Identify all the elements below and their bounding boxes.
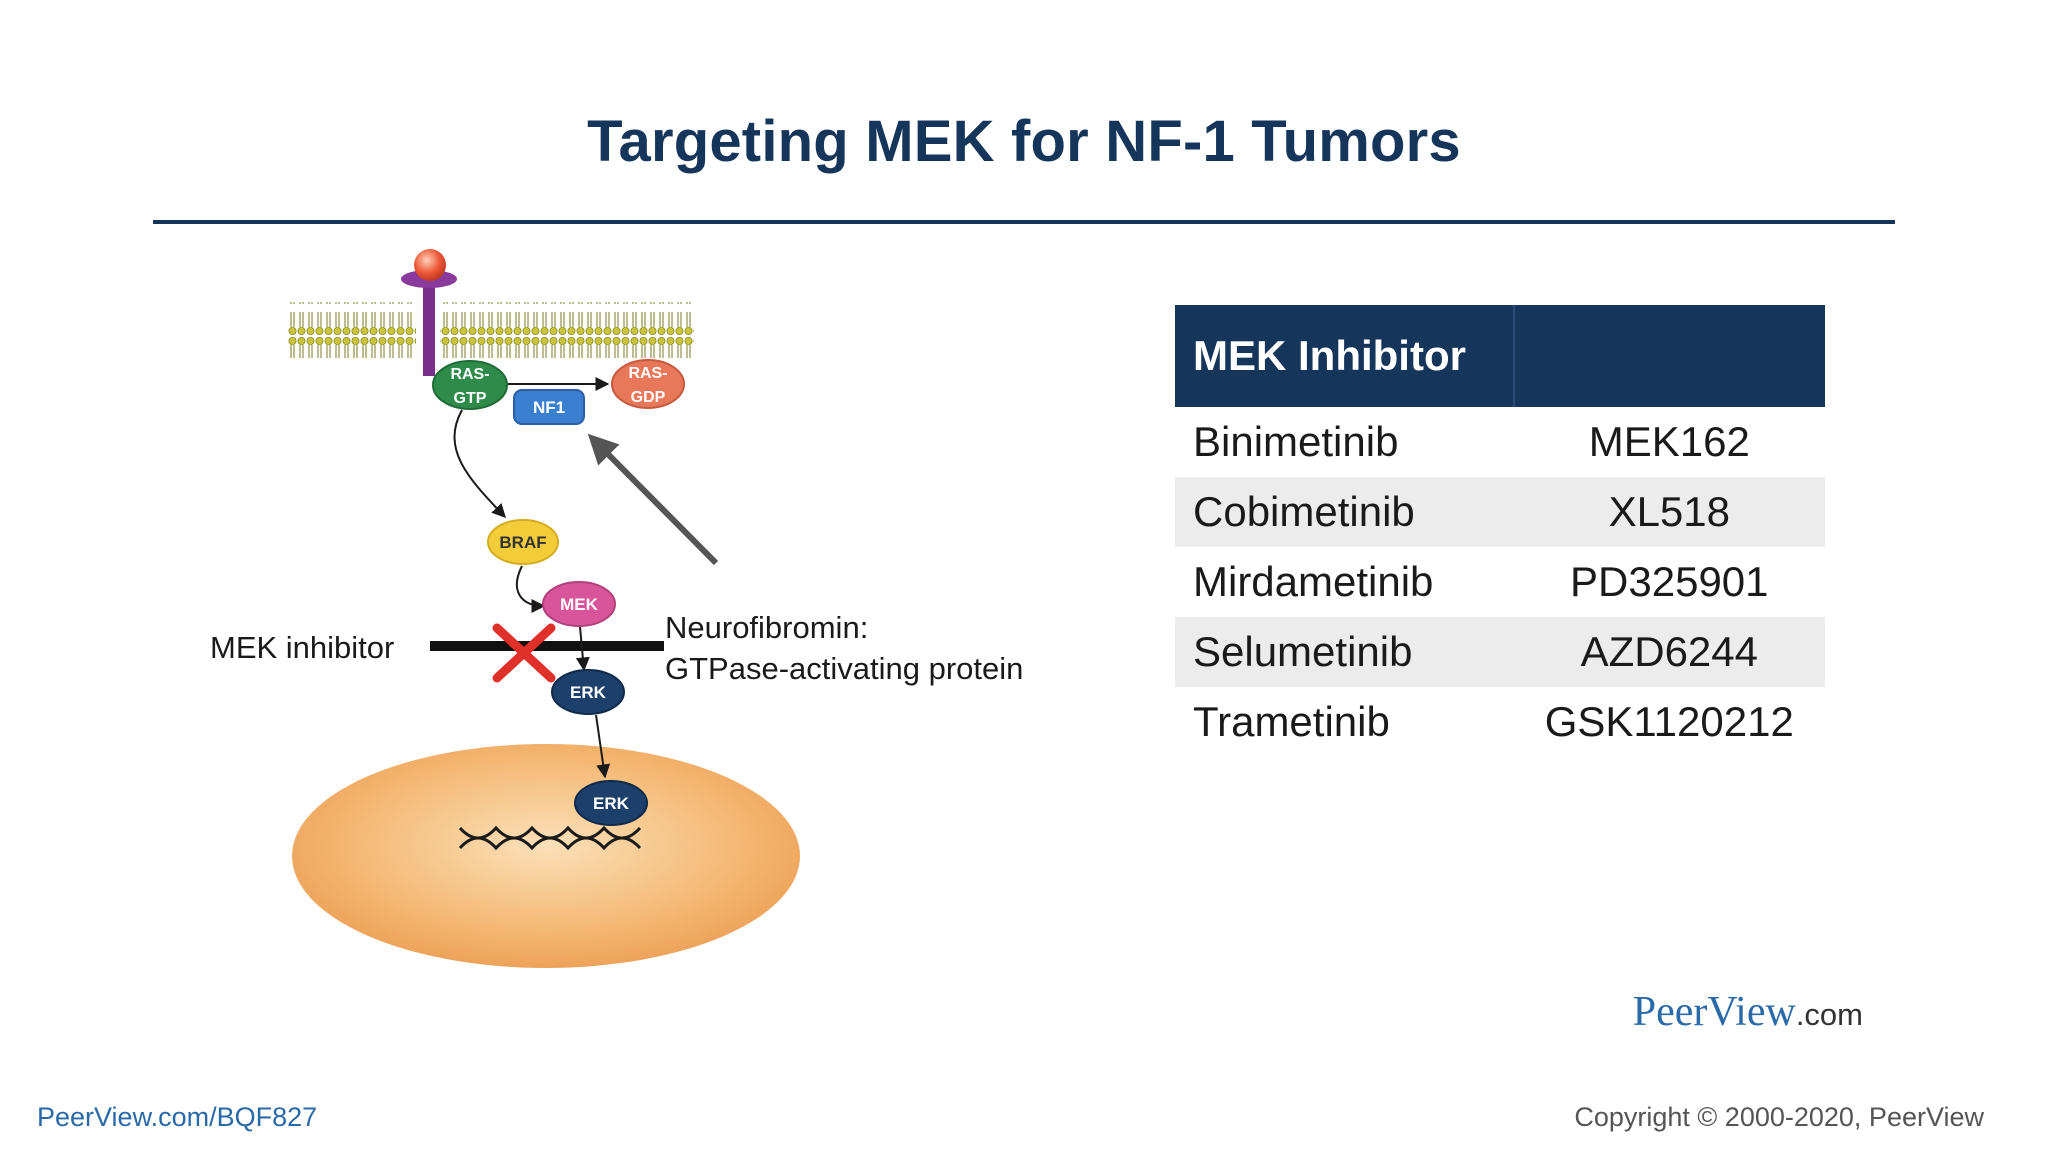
arrow-braf-to-mek — [516, 565, 546, 613]
svg-text:ERK: ERK — [593, 794, 630, 813]
arrow-erk-to-nucleus — [595, 714, 611, 779]
table-header-drug: MEK Inhibitor — [1175, 305, 1514, 407]
neurofibromin-label-line2: GTPase-activating protein — [665, 651, 1023, 686]
drug-name-cell: Trametinib — [1193, 698, 1390, 745]
drug-code-cell: XL518 — [1513, 477, 1825, 547]
svg-text:NF1: NF1 — [533, 398, 565, 417]
table-row: Selumetinib AZD6244 — [1175, 617, 1825, 687]
drug-name-cell: Selumetinib — [1175, 617, 1514, 687]
erk-cytoplasm-node: ERK — [551, 669, 625, 715]
svg-text:BRAF: BRAF — [499, 533, 546, 552]
ras-gdp-label-line2: GDP — [631, 389, 666, 406]
table-row: Mirdametinib PD325901 — [1175, 547, 1825, 617]
arrow-ras-to-braf — [453, 409, 506, 519]
brand-name: PeerView — [1632, 989, 1796, 1035]
neurofibromin-label-line1: Neurofibromin: — [665, 610, 868, 645]
svg-text:ERK: ERK — [570, 683, 607, 702]
table-row: Cobimetinib XL518 — [1175, 477, 1825, 547]
ras-gdp-node: RAS- GDP — [611, 359, 685, 409]
svg-text:MEK: MEK — [560, 595, 599, 614]
inhibition-x-icon — [492, 623, 556, 683]
cell-membrane — [288, 302, 694, 358]
drug-code-cell: PD325901 — [1570, 558, 1769, 605]
nucleus — [292, 744, 800, 968]
footer-url-link[interactable]: PeerView.com/BQF827 — [37, 1102, 318, 1132]
neurofibromin-pointer-arrow — [587, 433, 719, 566]
title-divider — [153, 220, 1895, 224]
mek-inhibitor-label: MEK inhibitor — [210, 630, 394, 665]
drug-code-cell: AZD6244 — [1513, 617, 1825, 687]
inhibitor-bar — [430, 641, 664, 651]
drug-code-cell: MEK162 — [1588, 418, 1750, 465]
table-header-code — [1512, 305, 1825, 407]
ras-gdp-label-line1: RAS- — [628, 365, 667, 382]
ras-gtp-label-line1: RAS- — [450, 366, 489, 383]
mek-pathway-diagram: RAS- GTP RAS- GDP NF1 BRAF M — [210, 249, 1023, 968]
braf-node: BRAF — [487, 519, 559, 565]
footer-copyright: Copyright © 2000-2020, PeerView — [1574, 1102, 1984, 1132]
table-header-row: MEK Inhibitor — [1175, 305, 1825, 407]
drug-name-cell: Mirdametinib — [1193, 558, 1434, 605]
arrow-mek-to-erk — [575, 626, 590, 672]
drug-name-cell: Cobimetinib — [1175, 477, 1514, 547]
mek-inhibitor-table: MEK Inhibitor Binimetinib MEK162 Cobimet… — [1175, 305, 1825, 757]
drug-code-cell: GSK1120212 — [1544, 698, 1794, 745]
table-row: Trametinib GSK1120212 — [1175, 687, 1825, 757]
slide-title: Targeting MEK for NF-1 Tumors — [587, 109, 1461, 174]
dna-icon — [458, 825, 642, 851]
receptor — [401, 249, 457, 376]
drug-name-cell: Binimetinib — [1193, 418, 1399, 465]
ras-gtp-node: RAS- GTP — [432, 360, 508, 410]
table-row: Binimetinib MEK162 — [1175, 407, 1825, 477]
nf1-node: NF1 — [513, 389, 585, 425]
ras-gtp-label-line2: GTP — [454, 390, 487, 407]
erk-nucleus-node: ERK — [574, 780, 648, 826]
brand-suffix: .com — [1795, 997, 1863, 1032]
peerview-logo: PeerView.com — [1633, 988, 1863, 1036]
mek-node: MEK — [542, 581, 616, 627]
